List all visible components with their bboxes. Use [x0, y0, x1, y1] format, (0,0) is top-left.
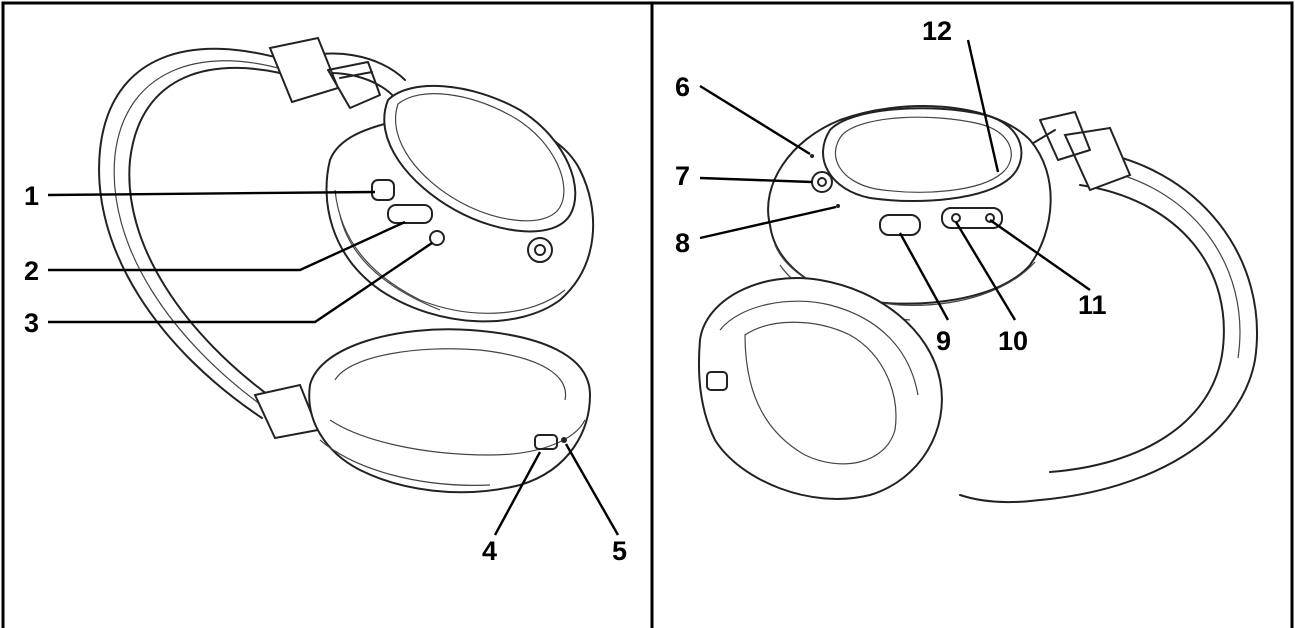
callout-line-2 [48, 220, 406, 272]
button-2-shape [387, 204, 433, 224]
callout-11: 11 [1078, 290, 1107, 320]
button-11-shape [985, 213, 995, 223]
outer-shell-plate [383, 84, 577, 233]
mic-6-shape [810, 154, 814, 158]
callout-4: 4 [482, 536, 497, 566]
callout-5: 5 [612, 536, 627, 566]
callout-line-3 [48, 242, 433, 324]
callout-line-6 [699, 84, 811, 156]
mic-8-shape [836, 204, 840, 208]
callout-6: 6 [675, 72, 690, 102]
callout-12: 12 [922, 16, 952, 46]
button-1-shape [371, 179, 395, 201]
callout-line-12 [966, 39, 1000, 173]
lower-ear-cup [308, 328, 592, 494]
callout-line-8 [699, 205, 837, 240]
right-usb-port-shape [706, 371, 728, 391]
callout-line-7 [699, 176, 813, 184]
callout-3: 3 [24, 308, 39, 338]
callout-line-5 [564, 443, 620, 536]
callout-line-10 [954, 221, 1017, 321]
callout-line-9 [898, 232, 950, 321]
right-upper-ear-cup [767, 105, 1052, 321]
led-5-shape [561, 437, 567, 443]
callout-8: 8 [675, 228, 690, 258]
usb-port-4-shape [534, 434, 558, 450]
headband [98, 47, 293, 419]
callout-10: 10 [998, 326, 1028, 356]
callout-1: 1 [24, 181, 39, 211]
port-3-shape [429, 230, 445, 246]
callout-line-11 [989, 219, 1091, 291]
right-headphone-view [697, 105, 1258, 504]
right-outer-shell-plate [822, 107, 1023, 202]
callout-line-1 [47, 190, 376, 197]
callout-line-4 [493, 451, 542, 536]
headband-right [959, 149, 1258, 504]
callout-2: 2 [24, 256, 39, 286]
callout-9: 9 [936, 326, 951, 356]
callout-7: 7 [675, 161, 690, 191]
button-bar-10-11-shape [941, 207, 1003, 229]
left-headphone-view [98, 36, 595, 494]
right-lower-ear-cup [697, 277, 943, 500]
